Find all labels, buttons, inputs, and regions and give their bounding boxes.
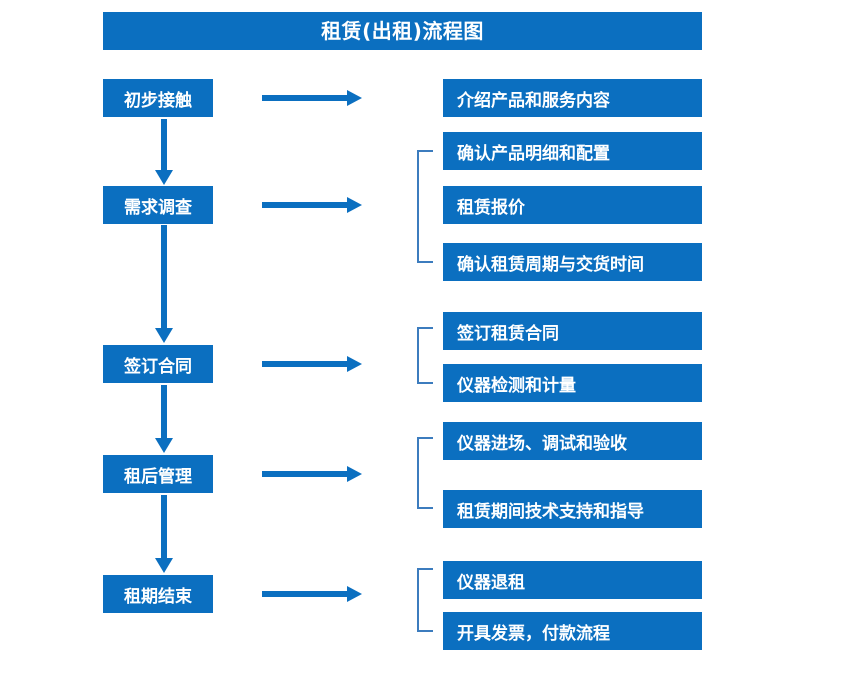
- stage-box-需求调查[interactable]: 需求调查: [103, 186, 213, 224]
- detail-arrow-right-4: [262, 463, 362, 485]
- detail-box-租赁报价[interactable]: 租赁报价: [443, 186, 702, 224]
- flow-arrow-down-2: [153, 225, 175, 343]
- detail-arrow-right-1: [262, 87, 362, 109]
- detail-box-确认租赁周期与交货时间[interactable]: 确认租赁周期与交货时间: [443, 243, 702, 281]
- stage-box-租后管理[interactable]: 租后管理: [103, 455, 213, 493]
- stage-box-签订合同[interactable]: 签订合同: [103, 345, 213, 383]
- group-bracket-租后管理: [417, 437, 433, 509]
- detail-box-仪器检测和计量[interactable]: 仪器检测和计量: [443, 364, 702, 402]
- detail-box-开具发票付款流程[interactable]: 开具发票，付款流程: [443, 612, 702, 650]
- detail-arrow-right-5: [262, 583, 362, 605]
- flow-arrow-down-1: [153, 119, 175, 185]
- group-bracket-签订合同: [417, 327, 433, 384]
- flow-arrow-down-4: [153, 495, 175, 573]
- detail-box-租赁期间技术支持和指导[interactable]: 租赁期间技术支持和指导: [443, 490, 702, 528]
- detail-box-仪器退租[interactable]: 仪器退租: [443, 561, 702, 599]
- detail-arrow-right-2: [262, 194, 362, 216]
- stage-box-租期结束[interactable]: 租期结束: [103, 575, 213, 613]
- detail-arrow-right-3: [262, 353, 362, 375]
- group-bracket-需求调查: [417, 150, 433, 263]
- diagram-title-banner: 租赁(出租)流程图: [103, 12, 702, 50]
- detail-box-仪器进场调试和验收[interactable]: 仪器进场、调试和验收: [443, 422, 702, 460]
- flow-arrow-down-3: [153, 385, 175, 453]
- detail-box-介绍产品和服务内容[interactable]: 介绍产品和服务内容: [443, 79, 702, 117]
- diagram-title: 租赁(出租)流程图: [321, 19, 484, 43]
- detail-box-签订租赁合同[interactable]: 签订租赁合同: [443, 312, 702, 350]
- group-bracket-租期结束: [417, 568, 433, 632]
- stage-box-初步接触[interactable]: 初步接触: [103, 79, 213, 117]
- detail-box-确认产品明细和配置[interactable]: 确认产品明细和配置: [443, 132, 702, 170]
